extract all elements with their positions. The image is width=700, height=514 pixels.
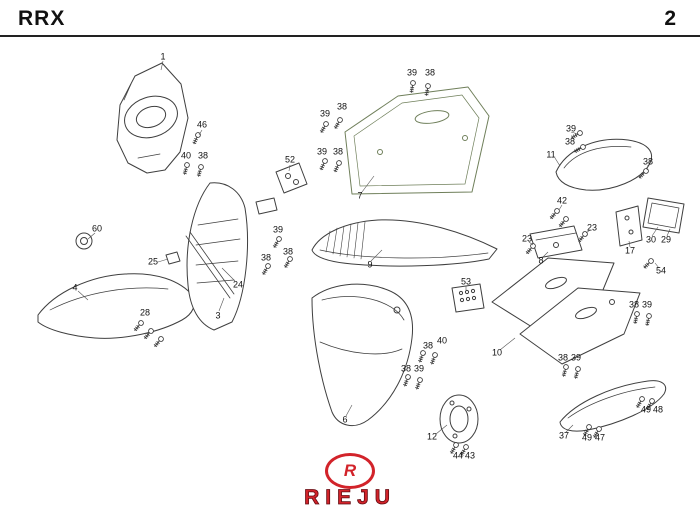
part-tail-bracket-8	[529, 225, 583, 259]
part-radiator-shroud	[311, 283, 414, 427]
logo-letter: R	[343, 461, 357, 480]
bolt-icon	[332, 116, 344, 131]
page-header: RRX 2	[0, 0, 700, 37]
bolt-icon	[428, 351, 439, 366]
part-chain-guard	[559, 380, 667, 432]
bolt-icon	[181, 161, 191, 176]
bolt-icon	[632, 310, 641, 325]
bolt-icon	[548, 207, 561, 221]
bolt-icon	[260, 262, 272, 277]
part-disc-guard	[439, 394, 479, 444]
brand-name: RIEJU	[304, 486, 396, 510]
part-bracket-53	[451, 283, 485, 313]
bolt-icon	[416, 349, 427, 364]
bolt-icon	[318, 157, 329, 172]
part-front-fender	[37, 273, 196, 339]
page-number: 2	[664, 7, 676, 30]
rieju-logo-icon: R	[325, 453, 375, 489]
leader-lines	[77, 60, 671, 435]
bolt-icon	[282, 255, 294, 270]
bolt-icon	[560, 363, 570, 378]
bolt-icon	[572, 365, 582, 380]
bolt-icon	[408, 79, 417, 94]
bolt-icon	[641, 257, 655, 271]
bolt-icon	[413, 376, 424, 391]
part-plate-holder	[642, 197, 685, 234]
part-retainer-clip-60	[75, 232, 93, 250]
part-bracket-52	[275, 162, 308, 194]
part-left-side-panel	[344, 86, 490, 195]
part-rear-fender	[555, 138, 652, 191]
bolt-icon	[152, 335, 165, 349]
brand-footer: R RIEJU	[0, 453, 700, 510]
bolt-icon	[318, 120, 330, 135]
model-title: RRX	[18, 7, 66, 30]
part-rear-side-panels	[491, 257, 641, 365]
part-front-number-plate-assembly	[165, 182, 278, 331]
bolt-icon	[569, 129, 584, 141]
bolt-icon	[271, 235, 283, 250]
bolt-icon	[401, 373, 412, 388]
part-bracket-17	[615, 205, 643, 247]
bolt-icon	[332, 159, 343, 174]
bolt-icon	[557, 215, 570, 229]
bolt-icon	[644, 312, 653, 327]
part-seat	[311, 219, 498, 267]
bolt-icon	[195, 163, 205, 178]
part-headlight-mask	[116, 62, 189, 174]
